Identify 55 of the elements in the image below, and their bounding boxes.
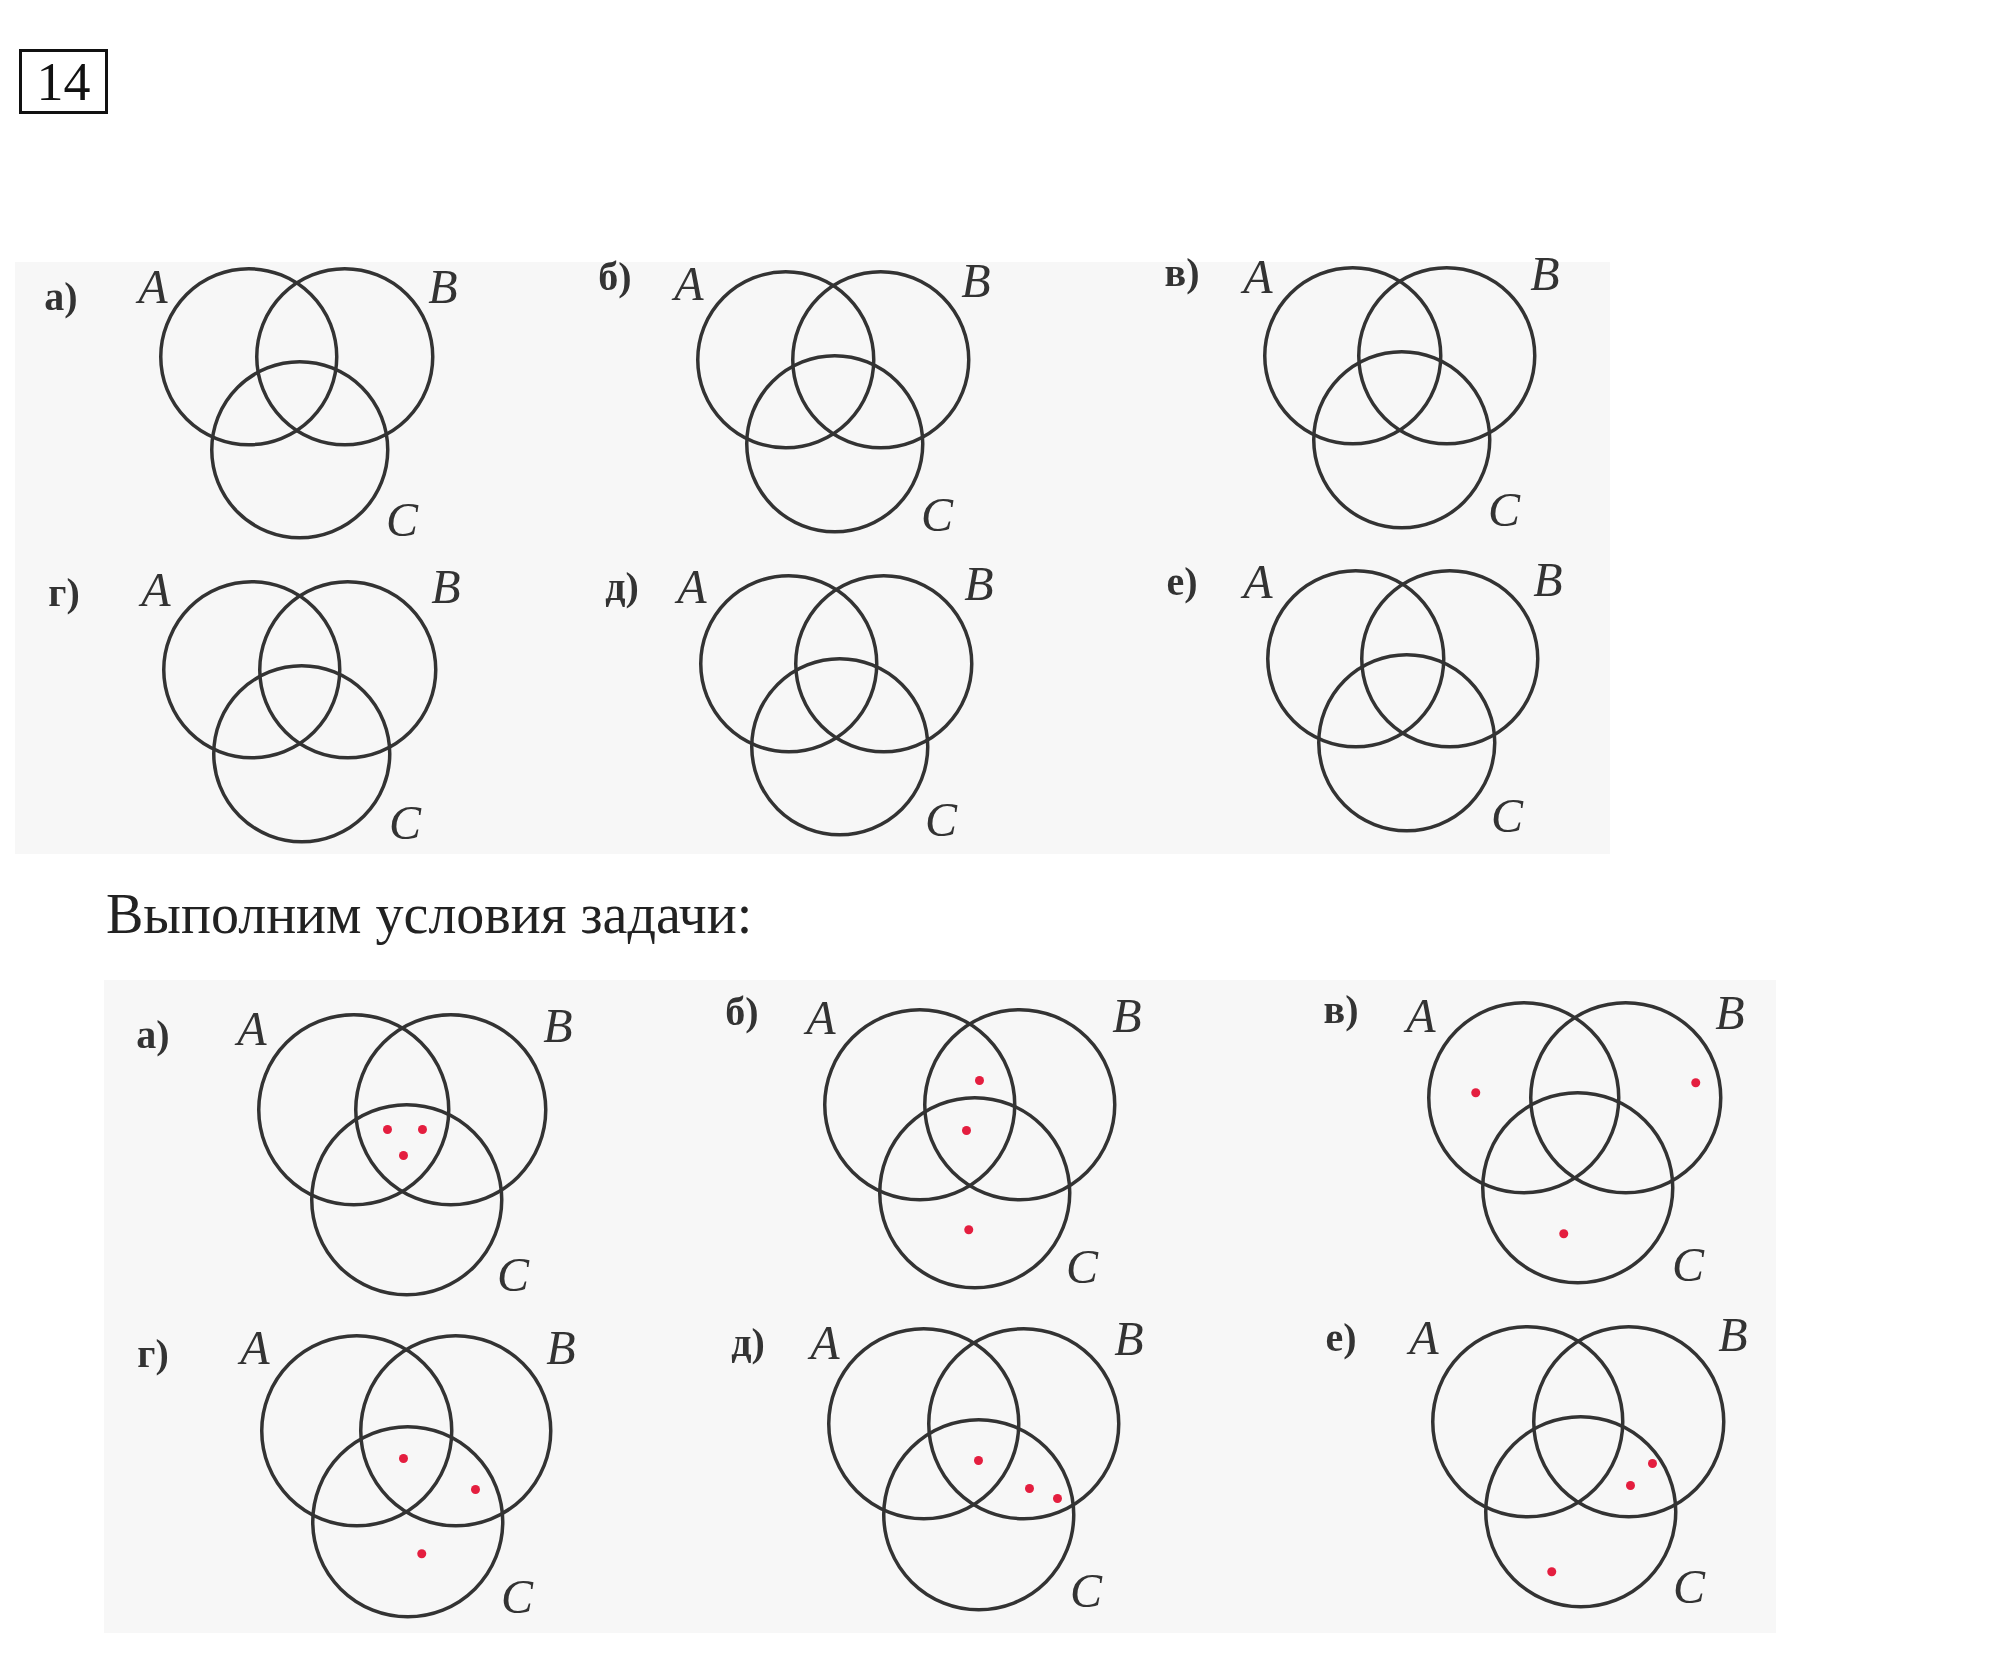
set-letter: C	[1491, 792, 1523, 840]
dot-icon	[974, 1075, 984, 1085]
panel-label: а)	[136, 1015, 170, 1055]
set-letter: C	[497, 1251, 529, 1299]
dot-icon	[1052, 1493, 1062, 1503]
panel-label: в)	[1164, 253, 1200, 293]
dot-icon	[973, 1455, 983, 1465]
set-letter: B	[1114, 1315, 1144, 1363]
panel-label: г)	[137, 1334, 169, 1374]
set-letter: B	[428, 263, 458, 311]
set-letter: B	[431, 563, 461, 611]
panel-label: а)	[44, 277, 78, 317]
dot-icon	[398, 1453, 408, 1463]
dot-icon	[1691, 1078, 1701, 1088]
dot-icon	[417, 1549, 427, 1559]
set-letter: C	[921, 491, 953, 539]
set-letter: B	[1533, 556, 1563, 604]
dot-icon	[1559, 1229, 1569, 1239]
panel-label: г)	[48, 573, 80, 613]
panel-label: е)	[1166, 562, 1198, 602]
panel-label: д)	[731, 1323, 765, 1363]
dot-icon	[1547, 1567, 1557, 1577]
set-letter: B	[1530, 250, 1560, 298]
set-letter: C	[1672, 1241, 1704, 1289]
set-letter: C	[925, 796, 957, 844]
dot-icon	[964, 1225, 974, 1235]
set-letter: C	[1673, 1563, 1705, 1611]
dot-icon	[1647, 1458, 1657, 1468]
panel-label: е)	[1325, 1318, 1357, 1358]
set-letter: C	[1066, 1243, 1098, 1291]
set-letter: C	[389, 799, 421, 847]
dot-icon	[1625, 1480, 1635, 1490]
set-letter: B	[964, 560, 994, 608]
set-letter: B	[546, 1324, 576, 1372]
set-letter: C	[1488, 486, 1520, 534]
set-letter: C	[501, 1573, 533, 1621]
set-letter: B	[1112, 992, 1142, 1040]
set-letter: B	[961, 257, 991, 305]
set-letter: B	[543, 1002, 573, 1050]
dot-icon	[417, 1124, 427, 1134]
set-letter: C	[1070, 1567, 1102, 1615]
set-letter: B	[1718, 1311, 1748, 1359]
set-letter: B	[1715, 989, 1745, 1037]
panel-label: в)	[1323, 990, 1359, 1030]
panel-label: б)	[725, 992, 759, 1032]
dot-icon	[398, 1150, 408, 1160]
dot-icon	[961, 1125, 971, 1135]
dot-icon	[470, 1484, 480, 1494]
set-letter: C	[386, 496, 418, 544]
dot-icon	[1024, 1483, 1034, 1493]
panel-label: б)	[598, 257, 632, 297]
panel-label: д)	[605, 567, 639, 607]
dot-icon	[382, 1124, 392, 1134]
task-number-box: 14	[19, 49, 108, 114]
dot-icon	[1471, 1088, 1481, 1098]
